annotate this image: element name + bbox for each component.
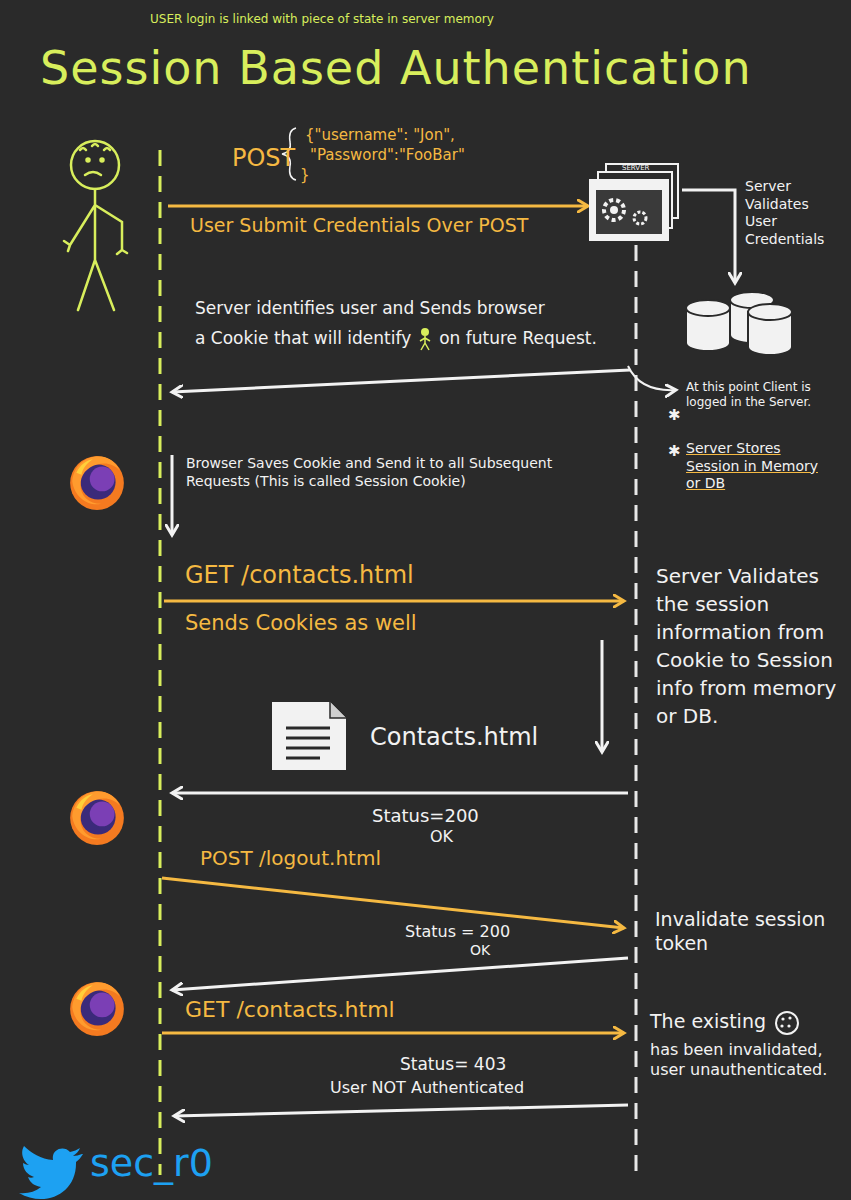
- json-line: "Password":"FooBar": [310, 146, 465, 165]
- twitter-bird: [19, 1146, 83, 1199]
- response-arrow: [174, 1105, 628, 1116]
- document-icon: [272, 702, 346, 770]
- http-request: GET /contacts.html: [185, 996, 395, 1024]
- response-arrow: [172, 370, 630, 392]
- status-code: Status = 200: [405, 922, 510, 942]
- server-lifeline: [635, 245, 638, 1175]
- status-code: Status=200: [372, 805, 479, 828]
- file-name: Contacts.html: [370, 722, 538, 752]
- note: has been invalidated, user unauthenticat…: [650, 1040, 840, 1080]
- note: Browser Saves Cookie and Send it to all …: [186, 455, 556, 490]
- request-arrow: [162, 1032, 624, 1035]
- note: Server Validates User Credentials: [745, 178, 840, 248]
- response-arrow: [172, 792, 628, 795]
- browser-icon: [70, 982, 124, 1036]
- http-request: POST /logout.html: [200, 846, 381, 871]
- down-arrow: [601, 640, 604, 752]
- subtitle: USER login is linked with piece of state…: [150, 12, 494, 27]
- arrow-label: a Cookie that will identify: [195, 328, 411, 349]
- browser-icon: [70, 456, 124, 510]
- status-code: Status= 403: [400, 1054, 506, 1075]
- down-arrow: [171, 455, 174, 535]
- status-text: User NOT Authenticated: [330, 1078, 524, 1098]
- star-mark: ✱: [668, 406, 681, 424]
- json-line: }: [300, 166, 310, 185]
- browser-icon: [70, 791, 124, 845]
- arrow-label: Sends Cookies as well: [185, 610, 417, 636]
- arrow-label: Server identifies user and Sends browser: [195, 298, 545, 319]
- response-arrow: [172, 958, 628, 990]
- validate-arrow: [682, 190, 735, 283]
- client-lifeline: [159, 150, 162, 1175]
- star-mark: ✱: [668, 442, 681, 460]
- icon-caption: SERVER: [622, 164, 649, 173]
- request-arrow: [162, 878, 624, 928]
- note: Server Validates the session information…: [656, 562, 841, 730]
- database-icon: [686, 292, 792, 355]
- note: At this point Client is logged in the Se…: [686, 380, 836, 410]
- status-text: OK: [430, 827, 453, 847]
- note: Server Stores Session in Memory or DB: [686, 440, 836, 493]
- title: Session Based Authentication: [40, 40, 752, 98]
- note: The existing: [650, 1010, 766, 1034]
- mini-user-icon: [417, 327, 433, 351]
- note: Invalidate session token: [655, 908, 835, 956]
- json-line: {"username": "Jon",: [305, 126, 455, 145]
- author-handle: sec_r0: [90, 1140, 213, 1188]
- cookie-icon: [774, 1010, 800, 1036]
- arrow-label: User Submit Credentials Over POST: [190, 214, 528, 238]
- user-figure: [64, 141, 127, 310]
- status-text: OK: [470, 942, 490, 960]
- arrow-label: on future Request.: [439, 328, 597, 349]
- request-arrow: [164, 600, 624, 603]
- http-method: POST: [232, 143, 295, 173]
- request-arrow: [168, 205, 588, 208]
- http-request: GET /contacts.html: [185, 560, 414, 590]
- callout-arrow: [628, 366, 676, 390]
- server-icon: [590, 164, 678, 240]
